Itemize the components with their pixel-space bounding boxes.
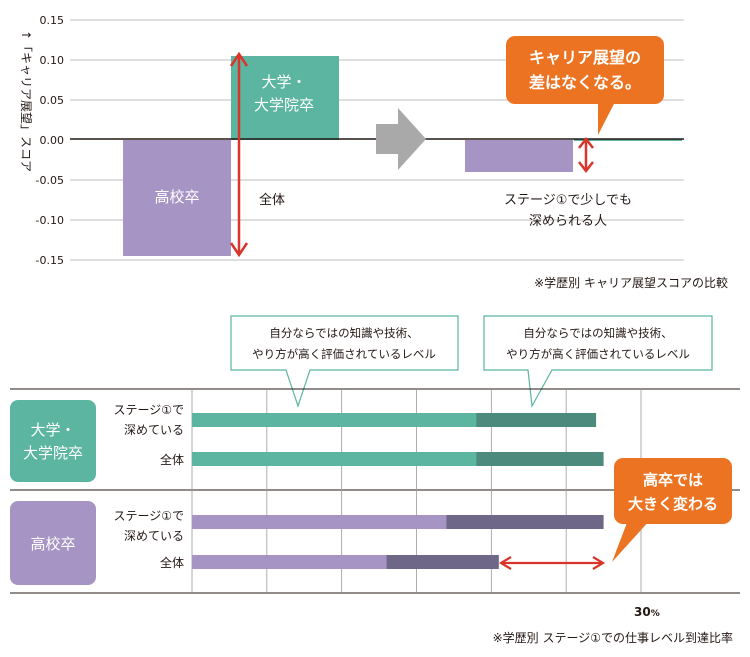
bubble-left-line2: やり方が高く評価されているレベル [252,347,436,361]
group-high-school-label: 高校卒 [30,535,75,553]
bar-segment [192,555,387,569]
gap-arrow-large [229,51,249,258]
row-label-hs-total: 全体 [160,555,184,570]
bar-label-high-school-total: 高校卒 [154,188,199,206]
callout-high-school: 高卒では 大きく変わる [612,458,732,562]
right-arrow-icon [376,108,426,170]
y-tick-label: 0.05 [40,94,65,107]
bubble-left-line1: 自分ならではの知識や技術、 [269,326,418,340]
gap-arrow-horizontal [498,556,606,570]
bar [574,139,682,141]
callout-line1: キャリア展望の [529,48,641,67]
y-tick-label: 0.15 [40,14,65,27]
callout-hs-line2: 大きく変わる [628,495,718,513]
group-label-stage-line2: 深められる人 [529,214,607,229]
y-tick-label: -0.10 [36,214,64,227]
y-tick-label: -0.15 [36,254,64,267]
row-label-hs-stage-line2: 深めている [124,529,184,543]
legend-bubble-left: 自分ならではの知識や技術、 やり方が高く評価されているレベル [230,315,459,408]
row-label-hs-stage-line1: ステージ①で [113,509,184,523]
work-level-chart: 自分ならではの知識や技術、 やり方が高く評価されているレベル 自分ならではの知識… [10,315,740,645]
caption-top: ※学歴別 キャリア展望スコアの比較 [534,275,728,290]
group-label-total: 全体 [259,192,285,208]
group-box-high-school: 高校卒 [10,501,96,585]
row-label-univ-stage-line2: 深めている [124,423,184,437]
callout-career-outlook: キャリア展望の 差はなくなる。 [506,36,664,135]
career-outlook-chart: ↑「キャリア展望」スコア 0.15 0.10 0.05 0.00 -0.05 -0.10 -… [19,14,728,290]
bar-segment [192,515,447,529]
bar [231,56,339,140]
row-label-univ-stage-line1: ステージ①で [113,403,184,417]
bar-segment [192,413,477,427]
y-tick-label: -0.05 [36,174,64,187]
y-tick-label: 0.00 [40,134,65,147]
gap-arrow-small [578,136,594,174]
bar [465,140,573,172]
svg-text:30%: 30% [634,605,660,619]
group-box-university: 大学・ 大学院卒 [10,400,96,482]
bars [192,413,604,569]
x-axis-unit: % [651,609,660,619]
y-tick-label: 0.10 [40,54,65,67]
x-axis-max-label: 30 [634,605,651,619]
caption-bottom: ※学歴別 ステージ①での仕事レベル到達比率 [493,630,733,645]
bar-label-university-line1: 大学・ [261,73,306,91]
callout-hs-line1: 高卒では [643,471,703,489]
group-university-line2: 大学院卒 [23,444,83,462]
bubble-right-line2: やり方が高く評価されているレベル [506,347,690,361]
group-label-stage-line1: ステージ①で少しでも [504,193,632,208]
bars [123,56,682,256]
bar-label-university-line2: 大学院卒 [254,96,314,114]
y-tick-labels: 0.15 0.10 0.05 0.00 -0.05 -0.10 -0.15 [36,14,64,267]
row-label-univ-total: 全体 [160,452,184,467]
legend-bubble-right: 自分ならではの知識や技術、 やり方が高く評価されているレベル [483,315,713,408]
bar [123,140,231,256]
bar-segment [192,452,477,466]
bubble-right-line1: 自分ならではの知識や技術、 [523,326,672,340]
group-university-line1: 大学・ [30,421,75,439]
y-axis-title: ↑「キャリア展望」スコア [19,30,33,172]
callout-line2: 差はなくなる。 [529,73,641,92]
